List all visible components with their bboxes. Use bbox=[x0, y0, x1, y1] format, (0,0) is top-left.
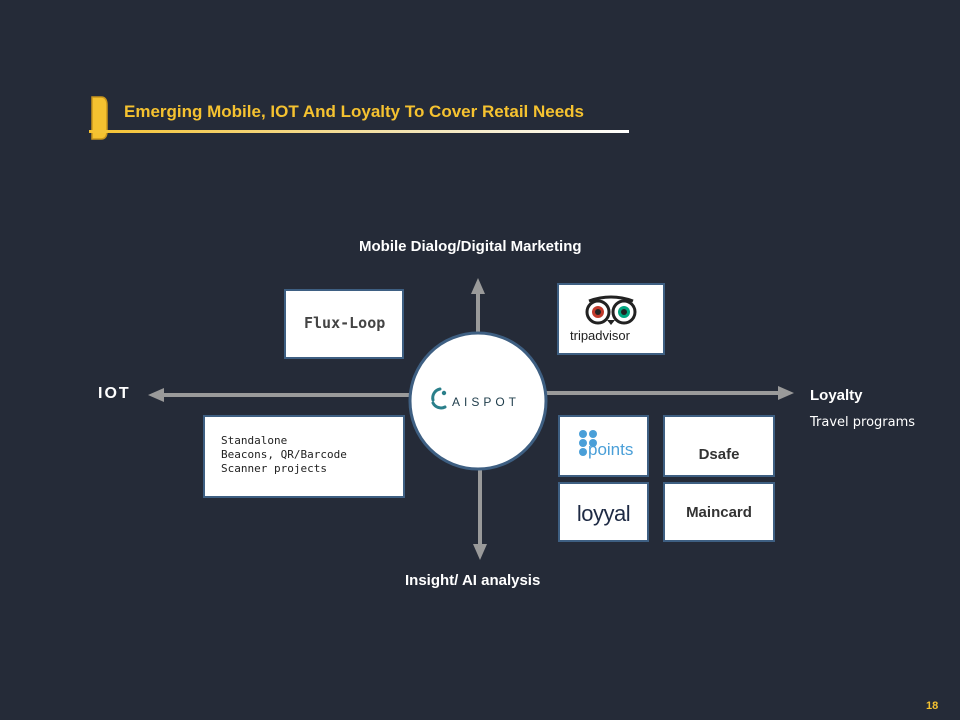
arrow-left-icon bbox=[148, 388, 164, 402]
arrow-up-icon bbox=[471, 278, 485, 294]
center-circle bbox=[408, 331, 548, 471]
flux-loop-box bbox=[284, 289, 404, 359]
aispot-logo-icon bbox=[431, 387, 447, 410]
standalone-line-1: Standalone bbox=[221, 434, 288, 447]
standalone-box bbox=[203, 415, 405, 498]
tripadvisor-box bbox=[557, 283, 665, 355]
points-wordmark: points bbox=[588, 440, 634, 459]
page-number: 18 bbox=[926, 700, 939, 712]
points-dots-icon bbox=[579, 430, 597, 456]
axis-label-bottom: Insight/ AI analysis bbox=[405, 572, 541, 589]
tripadvisor-wordmark: tripadvisor bbox=[570, 328, 630, 343]
aispot-logo-text: AISPOT bbox=[452, 395, 521, 409]
maincard-label: Maincard bbox=[686, 504, 752, 521]
standalone-line-3: Scanner projects bbox=[221, 462, 327, 475]
dsafe-label: Dsafe bbox=[698, 446, 740, 463]
dsafe-box bbox=[663, 415, 775, 477]
title-underline bbox=[89, 130, 629, 133]
arrow-down-icon bbox=[473, 544, 487, 560]
tripadvisor-owl-icon bbox=[585, 295, 637, 325]
axis-label-left: IOT bbox=[98, 385, 131, 402]
loyyal-wordmark: loyyal bbox=[576, 501, 631, 526]
axis-label-right: Loyalty bbox=[810, 387, 863, 404]
maincard-box bbox=[663, 482, 775, 542]
points-box bbox=[558, 415, 649, 477]
arrow-right-icon bbox=[778, 386, 794, 400]
flux-loop-label: Flux-Loop bbox=[304, 314, 386, 332]
page-title: Emerging Mobile, IOT And Loyalty To Cove… bbox=[124, 102, 585, 121]
axis-sublabel-right: Travel programs bbox=[810, 415, 916, 430]
standalone-line-2: Beacons, QR/Barcode bbox=[221, 448, 347, 461]
loyyal-box bbox=[558, 482, 649, 542]
axis-label-top: Mobile Dialog/Digital Marketing bbox=[359, 238, 582, 255]
